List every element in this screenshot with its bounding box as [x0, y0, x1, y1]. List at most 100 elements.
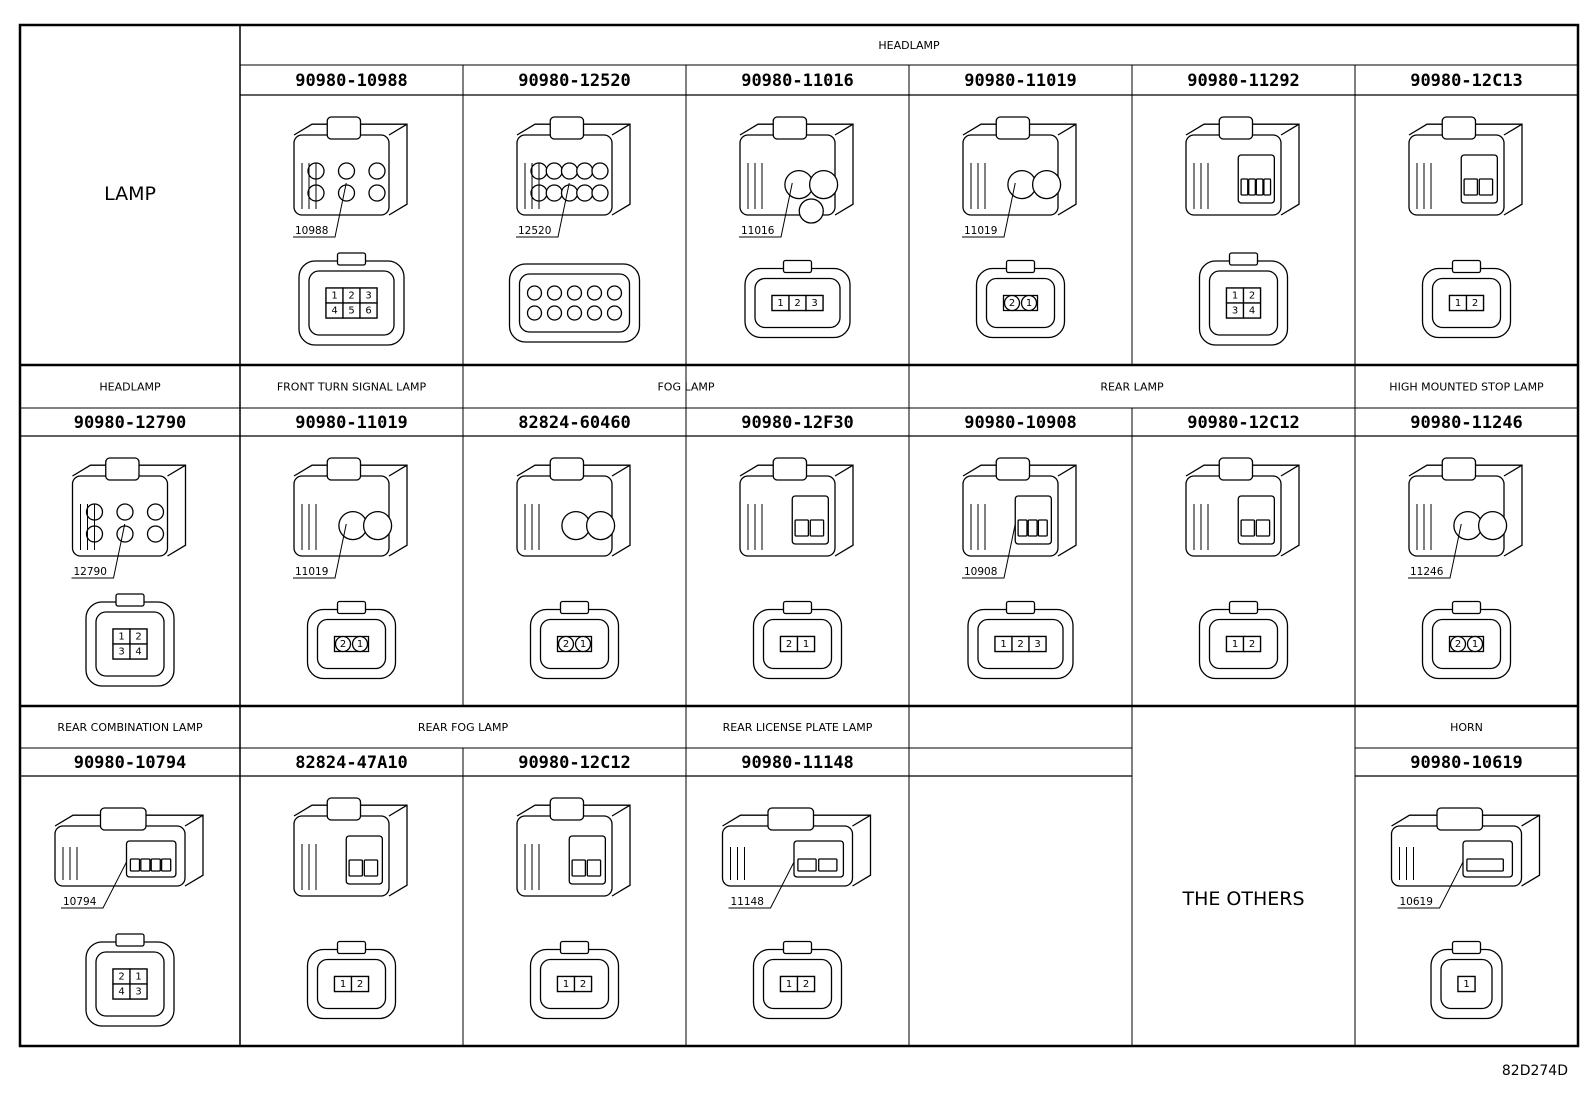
part-number: 82824-47A10 — [295, 753, 408, 773]
housing-edge — [852, 814, 871, 827]
pin-number: 1 — [563, 979, 569, 990]
cavity — [566, 305, 583, 321]
pin-number: 1 — [357, 639, 363, 650]
pin-number: 1 — [331, 291, 337, 302]
pin-number: 3 — [365, 291, 371, 302]
housing-edge — [1057, 123, 1077, 136]
face-latch — [1005, 600, 1036, 615]
cavity — [1017, 519, 1028, 537]
cavity — [1240, 519, 1256, 537]
terminal-boss — [561, 510, 591, 541]
callout-leader — [1408, 523, 1462, 579]
pin-number: 1 — [803, 639, 809, 650]
latch — [995, 116, 1031, 140]
face-latch — [1005, 259, 1036, 274]
table-border — [18, 23, 1580, 1048]
cavity — [1255, 519, 1271, 537]
cavity — [526, 305, 543, 321]
pin-socket — [1449, 635, 1467, 653]
cavity — [1466, 858, 1504, 872]
cavity — [526, 285, 543, 301]
pin-cell — [805, 294, 824, 312]
cavity — [146, 503, 165, 521]
terminal-boss — [1031, 169, 1062, 200]
pin-cell — [359, 302, 378, 319]
housing-edge — [611, 123, 631, 136]
cavity — [337, 184, 356, 202]
pin-number: 4 — [118, 987, 124, 998]
pin-socket — [1466, 635, 1484, 653]
cavity — [146, 525, 165, 543]
callout-label: 10988 — [295, 225, 328, 237]
latch — [549, 116, 585, 140]
face-latch — [336, 600, 367, 615]
part-number: 82824-60460 — [518, 413, 631, 433]
cavity — [586, 859, 602, 877]
cavity — [1248, 178, 1256, 196]
pin-number: 1 — [1463, 979, 1469, 990]
cavity — [560, 184, 579, 202]
callout-label: 12520 — [518, 225, 551, 237]
cavity — [545, 162, 563, 180]
pin-number: 2 — [1009, 298, 1015, 309]
pin-socket — [1020, 294, 1038, 312]
pin-cell — [796, 635, 816, 653]
pin-number: 2 — [1017, 639, 1023, 650]
cavity — [566, 285, 583, 301]
cavity — [1027, 519, 1038, 537]
pin-number: 1 — [1232, 291, 1238, 302]
callout-label: 10908 — [964, 566, 997, 578]
face-latch — [1451, 259, 1482, 274]
cavity — [606, 285, 623, 301]
group-label: REAR LICENSE PLATE LAMP — [723, 721, 873, 734]
face-latch — [559, 940, 590, 955]
cavity — [1240, 178, 1249, 196]
latch — [99, 807, 147, 831]
latch — [326, 116, 362, 140]
cavity — [794, 519, 810, 537]
part-number: 90980-12790 — [74, 413, 187, 433]
pin-number: 2 — [803, 979, 809, 990]
callout-leader — [61, 861, 127, 909]
pin-number: 3 — [135, 987, 141, 998]
cavity — [560, 162, 579, 180]
pin-number: 3 — [1232, 306, 1238, 317]
latch — [772, 457, 808, 481]
pin-number: 1 — [135, 972, 141, 983]
face-latch — [115, 593, 145, 607]
pin-cell — [129, 643, 148, 660]
cavity — [1255, 178, 1264, 196]
housing-edge — [1503, 123, 1523, 136]
face-latch — [1228, 252, 1259, 266]
callout-leader — [516, 182, 570, 238]
group-label: FRONT TURN SIGNAL LAMP — [277, 381, 427, 394]
latch — [549, 457, 585, 481]
pin-cell — [1242, 635, 1262, 653]
housing-edge — [611, 464, 631, 477]
pin-cell — [1242, 302, 1262, 319]
group-label: REAR FOG LAMP — [418, 721, 509, 734]
part-number: 90980-11246 — [1410, 413, 1523, 433]
housing-edge — [1280, 464, 1300, 477]
pin-number: 1 — [1026, 298, 1032, 309]
housing-edge — [834, 464, 854, 477]
pin-number: 2 — [357, 979, 363, 990]
terminal-boss — [1477, 510, 1508, 541]
cavity — [116, 525, 134, 543]
housing-edge — [388, 464, 408, 477]
cavity — [576, 162, 594, 180]
pin-cell — [1465, 294, 1485, 312]
latch — [1441, 457, 1477, 481]
pin-number: 4 — [331, 306, 337, 317]
face-latch — [559, 600, 590, 615]
pin-number: 2 — [786, 639, 792, 650]
